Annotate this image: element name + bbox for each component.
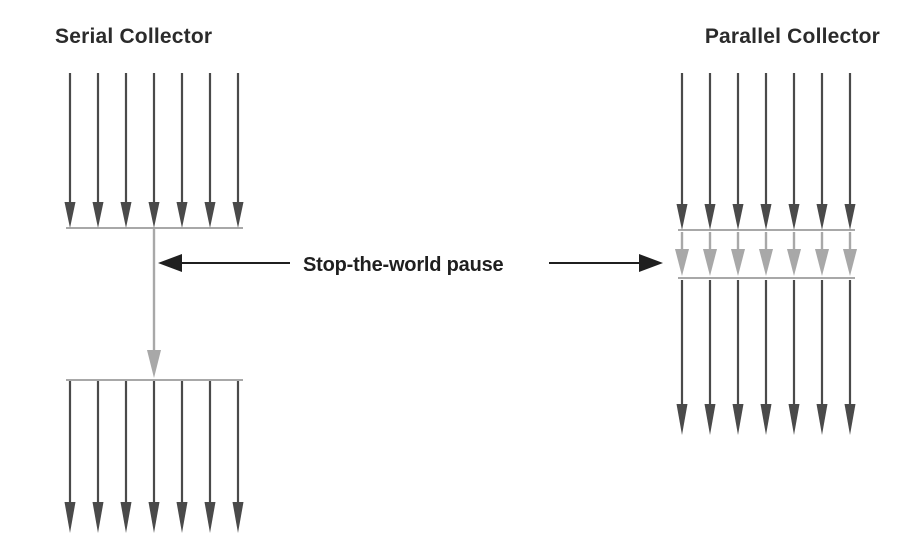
thread-arrow (676, 280, 688, 435)
serial-collector-panel (64, 73, 244, 533)
thread-arrow (232, 73, 244, 228)
thread-arrow (760, 73, 772, 230)
serial-gc-single-thread (147, 228, 161, 378)
pause-arrow-right-head (639, 254, 663, 272)
parallel-threads-before-pause (676, 73, 856, 230)
serial-threads-after-pause (64, 381, 244, 533)
thread-arrow (176, 73, 188, 228)
thread-arrow (788, 280, 800, 435)
stop-the-world-pause-label: Stop-the-world pause (303, 254, 504, 276)
gc-worker-arrow (787, 232, 801, 276)
parallel-threads-after-pause (676, 280, 856, 435)
thread-arrow (148, 73, 160, 228)
thread-arrow (732, 280, 744, 435)
pause-arrow-left-head (158, 254, 182, 272)
thread-arrow (148, 381, 160, 533)
thread-arrow (64, 73, 76, 228)
gc-worker-arrow (675, 232, 689, 276)
parallel-gc-worker-threads (675, 232, 857, 276)
thread-arrow (816, 280, 828, 435)
thread-arrow (732, 73, 744, 230)
gc-worker-arrow (759, 232, 773, 276)
left-panel-title: Serial Collector (55, 25, 212, 48)
thread-arrow (816, 73, 828, 230)
thread-arrow (204, 381, 216, 533)
gc-worker-arrow (843, 232, 857, 276)
gc-worker-arrow (815, 232, 829, 276)
thread-arrow (844, 280, 856, 435)
parallel-collector-panel (675, 73, 857, 435)
thread-arrow (120, 381, 132, 533)
thread-arrow (92, 381, 104, 533)
serial-threads-before-pause (64, 73, 244, 228)
gc-worker-arrow (731, 232, 745, 276)
thread-arrow (788, 73, 800, 230)
thread-arrow (92, 73, 104, 228)
thread-arrow (120, 73, 132, 228)
thread-arrow (844, 73, 856, 230)
thread-arrow (176, 381, 188, 533)
gc-worker-arrow (703, 232, 717, 276)
thread-arrow (232, 381, 244, 533)
thread-arrow (676, 73, 688, 230)
thread-arrow (704, 280, 716, 435)
thread-arrow (760, 280, 772, 435)
thread-arrow (704, 73, 716, 230)
stop-the-world-pause-annotation: Stop-the-world pause (158, 254, 663, 276)
thread-arrow (204, 73, 216, 228)
right-panel-title: Parallel Collector (705, 25, 880, 48)
thread-arrow (64, 381, 76, 533)
